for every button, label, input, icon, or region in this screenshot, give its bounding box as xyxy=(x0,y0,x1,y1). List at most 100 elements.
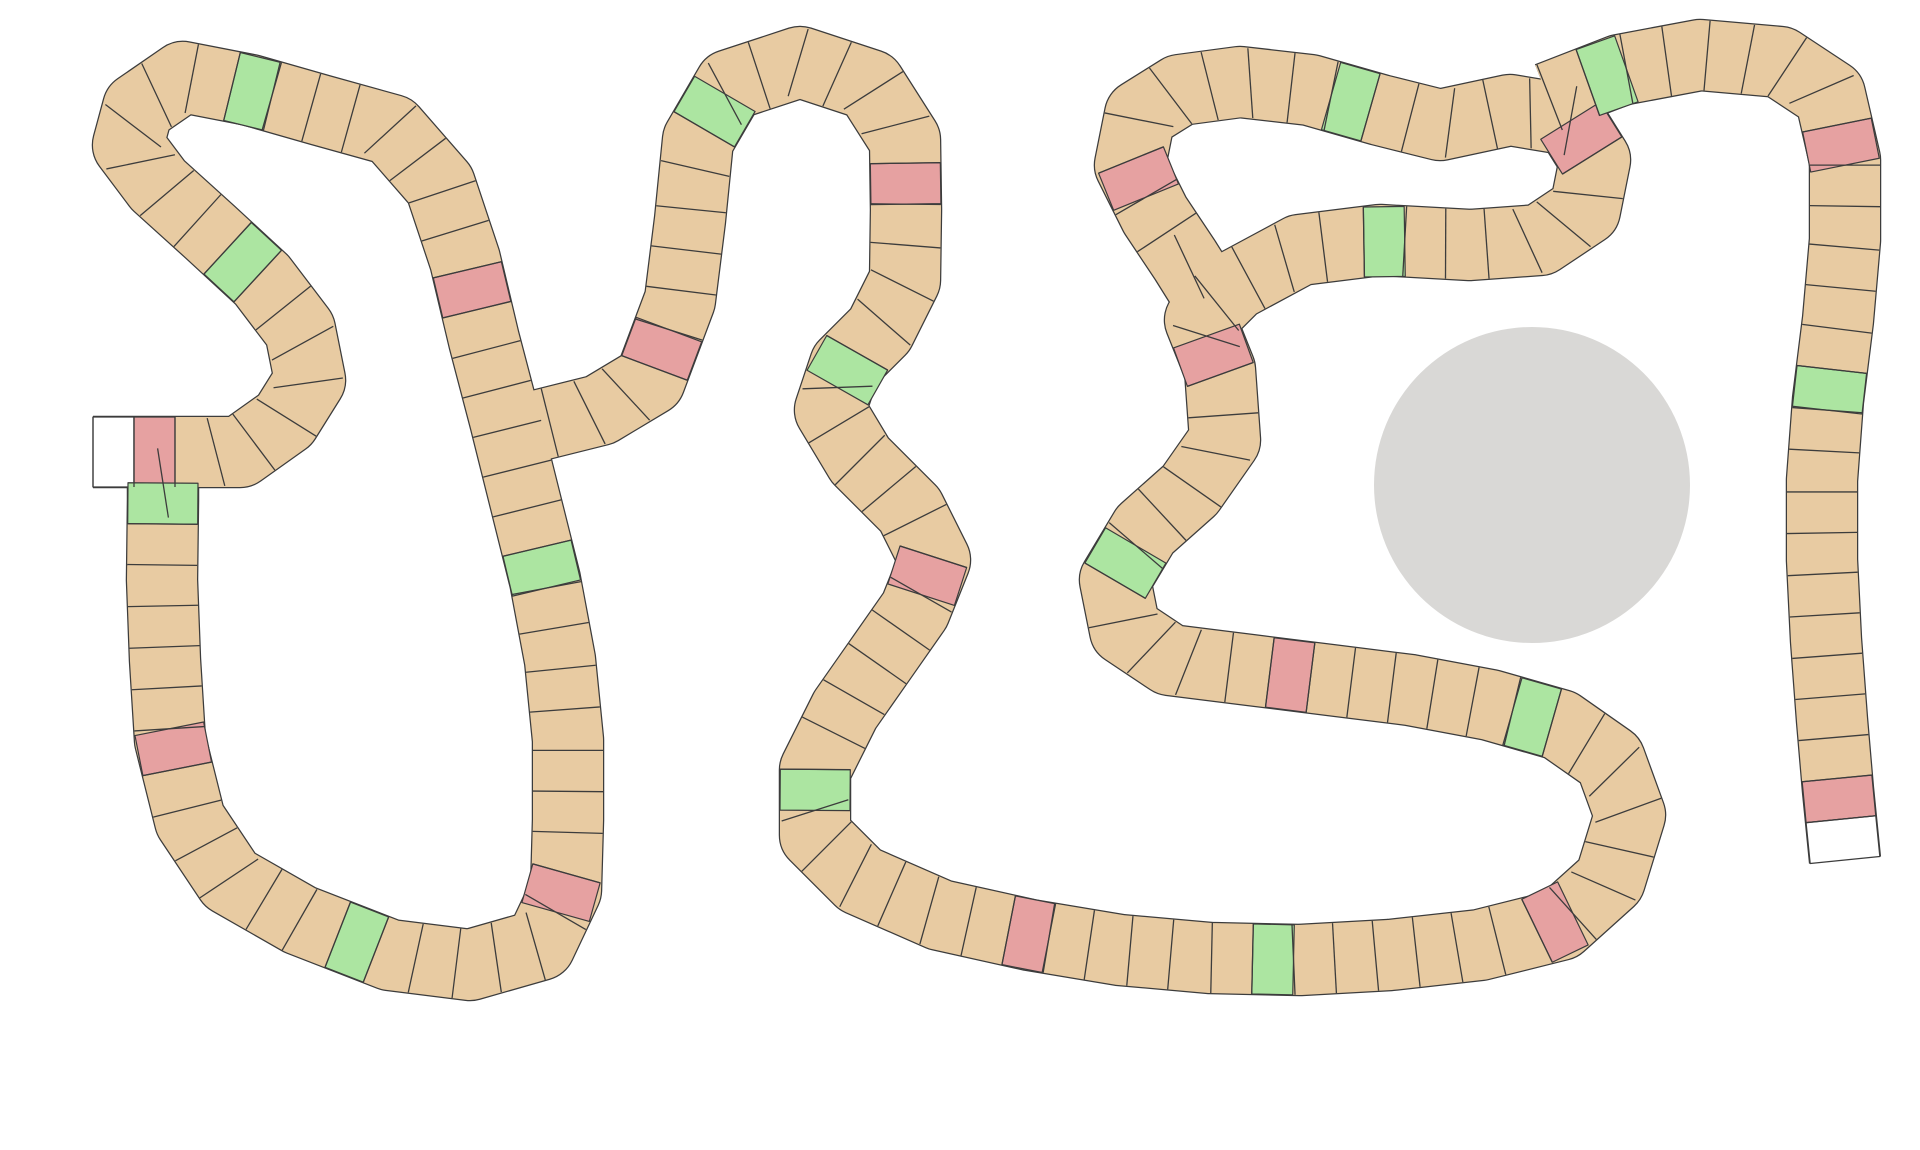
tile-divider xyxy=(1291,924,1296,995)
tile-divider xyxy=(1318,212,1329,282)
tile-divider xyxy=(1346,647,1357,718)
tile-divider xyxy=(452,340,521,360)
tile-divider xyxy=(173,194,222,247)
tile-divider xyxy=(105,103,162,148)
tile-divider xyxy=(848,643,907,685)
track-tile xyxy=(1362,205,1406,278)
tile-divider xyxy=(1703,20,1711,91)
tile-divider xyxy=(1809,243,1880,251)
tile-divider xyxy=(519,621,589,635)
tile-divider xyxy=(870,162,941,165)
tile-divider xyxy=(525,912,546,981)
tile-divider xyxy=(1148,67,1193,125)
tile-divider xyxy=(141,63,173,128)
tile-divider xyxy=(1188,412,1259,419)
tile-divider xyxy=(1426,659,1439,729)
tile-divider xyxy=(245,869,283,930)
tile-divider xyxy=(223,52,241,121)
tile-divider xyxy=(871,609,930,651)
tile-divider xyxy=(532,830,603,835)
tile-divider xyxy=(1371,920,1380,991)
tile-divider xyxy=(1331,923,1338,994)
tile-divider xyxy=(131,685,202,691)
tile-divider xyxy=(271,325,334,361)
tile-divider xyxy=(822,41,852,107)
tile-divider xyxy=(233,249,282,303)
tile-divider xyxy=(525,893,587,931)
tile-divider xyxy=(1042,903,1056,973)
tile-divider xyxy=(129,644,200,649)
tile-divider xyxy=(363,105,417,154)
tile-divider xyxy=(787,28,809,97)
tile-divider xyxy=(1411,917,1421,987)
tile-divider xyxy=(861,466,917,512)
track-segment-3 xyxy=(1535,20,1880,864)
tile-divider xyxy=(1126,621,1176,674)
tile-divider xyxy=(1796,364,1867,374)
tile-divider xyxy=(1400,83,1420,152)
tile-divider xyxy=(1585,840,1654,858)
tile-divider xyxy=(870,269,934,302)
track-tile xyxy=(1251,923,1295,996)
tile-divider xyxy=(261,62,283,131)
track-tile xyxy=(133,416,176,488)
track-tile xyxy=(1805,815,1881,865)
tile-divider xyxy=(1740,24,1756,94)
tile-divider xyxy=(646,285,716,296)
tile-divider xyxy=(407,923,424,993)
tile-divider xyxy=(1305,642,1316,713)
tile-divider xyxy=(1789,612,1860,618)
tile-divider xyxy=(142,761,212,777)
tile-divider xyxy=(106,154,176,170)
tile-divider xyxy=(1386,652,1397,723)
tile-divider xyxy=(1767,37,1808,97)
tile-divider xyxy=(808,406,870,444)
tile-divider xyxy=(1137,212,1197,253)
tile-divider xyxy=(919,876,940,945)
tile-divider xyxy=(870,241,941,249)
tile-divider xyxy=(203,222,252,275)
tile-divider xyxy=(408,180,476,204)
tile-divider xyxy=(801,821,852,872)
tile-divider xyxy=(127,563,198,567)
tile-divider xyxy=(1809,204,1881,208)
tile-divider xyxy=(1264,637,1275,708)
tile-divider xyxy=(153,799,222,818)
tile-divider xyxy=(1108,522,1163,569)
tile-divider xyxy=(1595,797,1662,823)
tile-divider xyxy=(1548,886,1597,940)
tile-divider xyxy=(530,706,600,713)
tile-divider xyxy=(1536,64,1563,131)
tile-divider xyxy=(780,768,851,771)
tile-divider xyxy=(843,71,904,110)
tile-divider xyxy=(877,861,907,927)
track-tile xyxy=(1801,774,1877,824)
tile-divider xyxy=(462,379,531,399)
tile-divider xyxy=(502,539,572,557)
track-tile xyxy=(1791,364,1868,415)
tile-divider xyxy=(651,245,722,255)
tile-divider xyxy=(532,863,601,884)
tile-divider xyxy=(281,889,318,951)
tile-divider xyxy=(1488,906,1507,975)
tile-divider xyxy=(1167,919,1175,990)
tile-divider xyxy=(134,725,205,732)
tile-divider xyxy=(532,790,604,793)
tile-divider xyxy=(273,377,343,389)
tile-divider xyxy=(1200,51,1219,121)
tile-divider xyxy=(1571,871,1636,901)
tile-divider xyxy=(511,580,582,596)
tile-divider xyxy=(490,922,502,993)
tile-divider xyxy=(1806,815,1876,824)
tile-divider xyxy=(451,928,462,999)
tile-divider xyxy=(1084,562,1146,599)
tile-divider xyxy=(1104,112,1174,128)
tile-divider xyxy=(362,916,390,983)
tile-divider xyxy=(899,545,967,569)
tile-divider xyxy=(1789,448,1860,454)
tile-divider xyxy=(1792,406,1863,414)
tile-divider xyxy=(1210,923,1213,994)
tile-divider xyxy=(870,203,941,206)
tile-divider xyxy=(1450,912,1464,983)
